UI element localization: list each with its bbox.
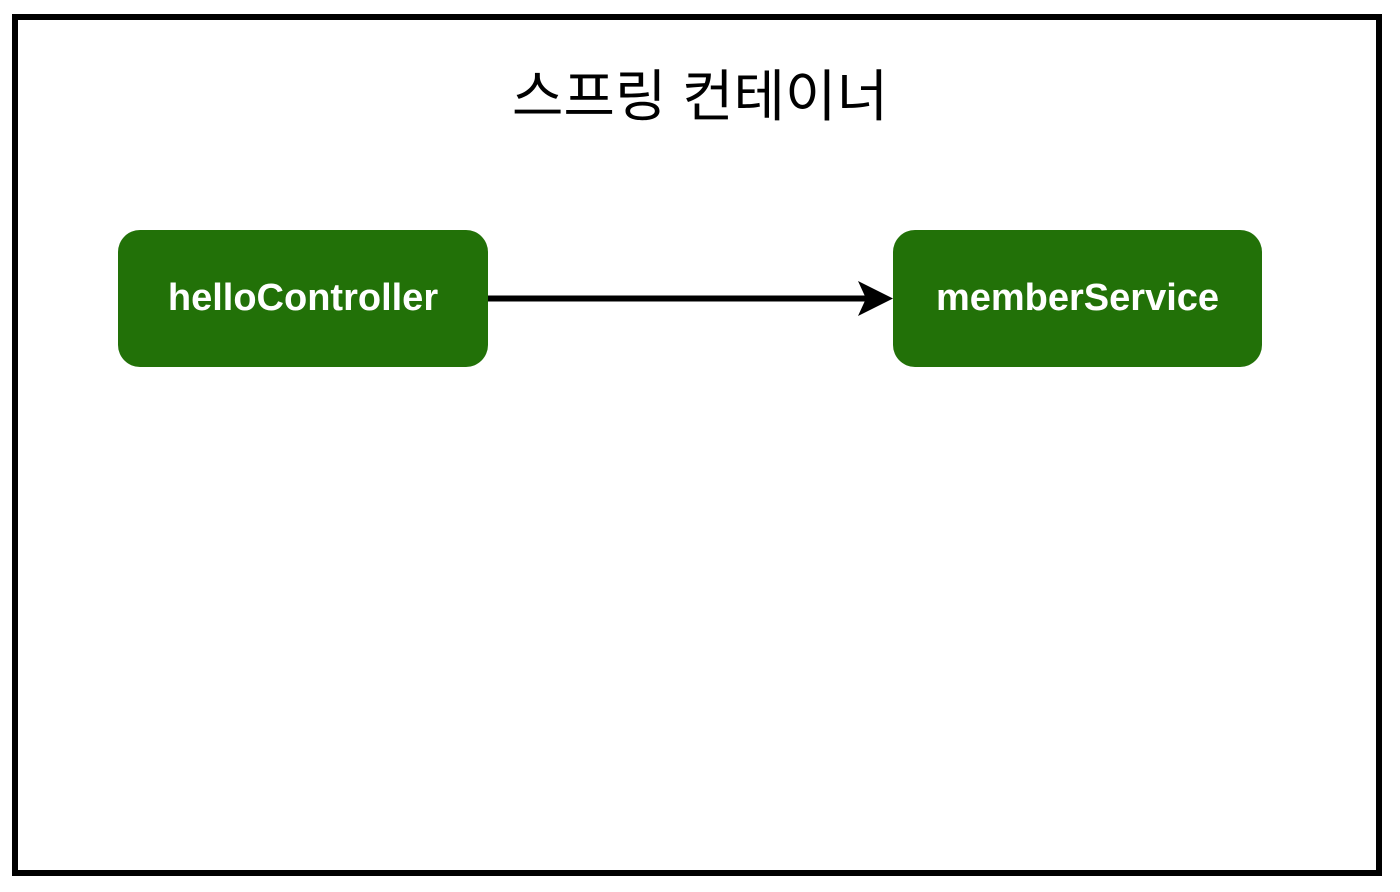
diagram-title: 스프링 컨테이너 [511, 65, 889, 128]
spring-container-frame [12, 14, 1382, 876]
dependency-arrow [488, 281, 893, 316]
node-memberservice: memberService [893, 230, 1262, 367]
node-hellocontroller-label: helloController [167, 277, 439, 319]
node-memberservice-label: memberService [935, 277, 1220, 319]
node-hellocontroller: helloController [118, 230, 488, 367]
arrow-head-icon [858, 281, 893, 316]
